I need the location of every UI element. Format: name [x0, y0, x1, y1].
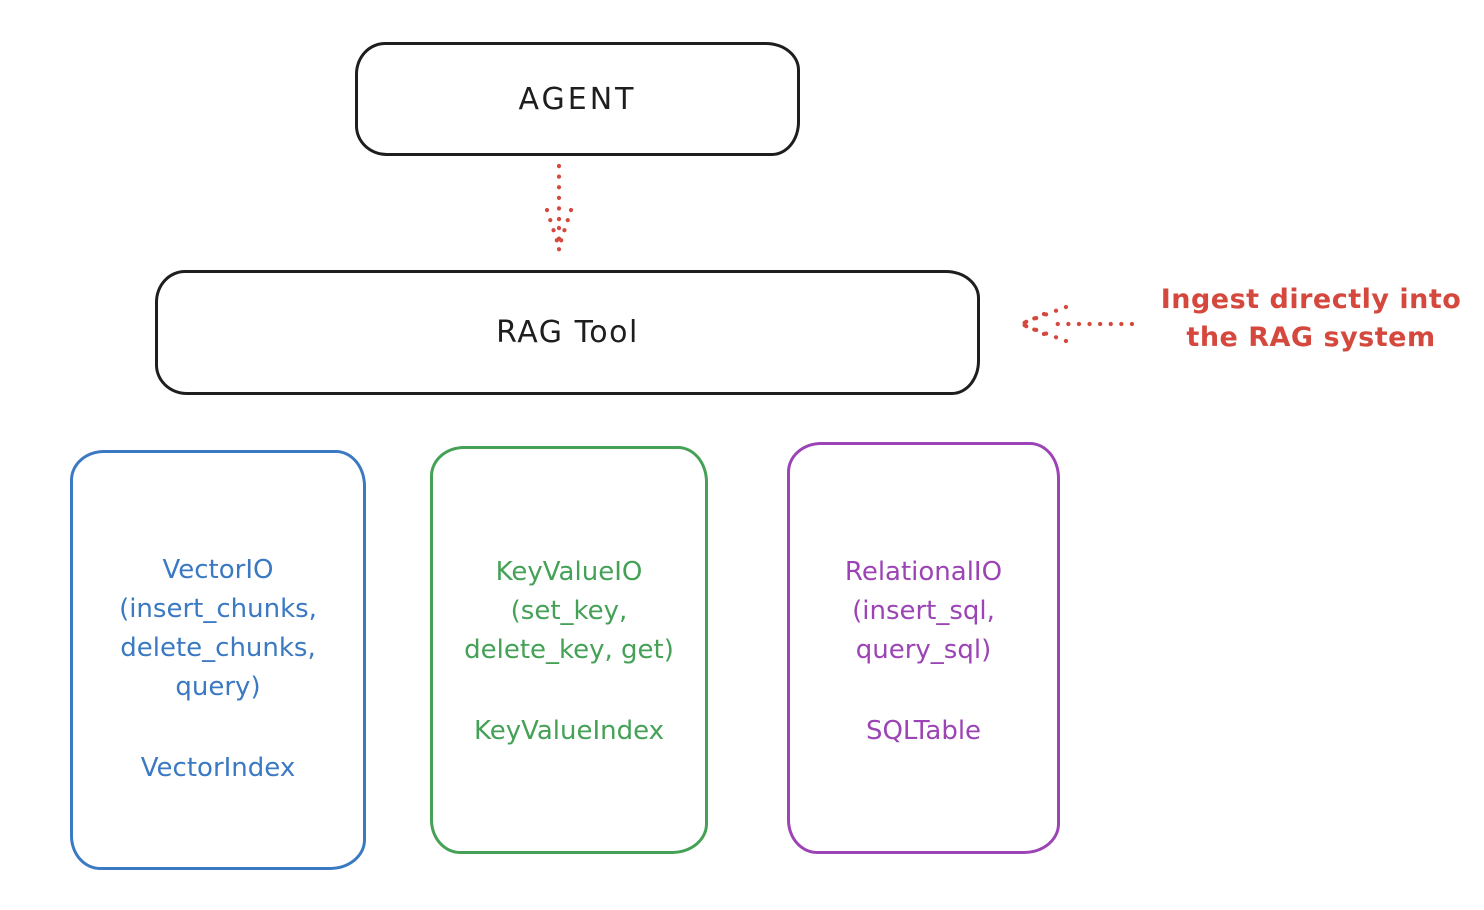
card-relational-io: RelationalIO (insert_sql, query_sql) SQL… — [787, 442, 1060, 854]
ingest-annotation-line1: Ingest directly into — [1160, 284, 1462, 315]
relational-io-params: (insert_sql, query_sql) — [852, 596, 995, 665]
card-vector-io: VectorIO (insert_chunks, delete_chunks, … — [70, 450, 366, 870]
rag-tool-label: RAG Tool — [496, 315, 639, 350]
keyvalue-io-params: (set_key, delete_key, get) — [464, 596, 674, 665]
ingest-annotation: Ingest directly into the RAG system — [1138, 281, 1484, 358]
relational-io-title: RelationalIO — [844, 557, 1003, 587]
rag-tool-node: RAG Tool — [155, 270, 980, 395]
ingest-annotation-line2: the RAG system — [1186, 322, 1436, 354]
arrow-agent-to-ragtool-icon — [544, 163, 574, 257]
agent-node: AGENT — [355, 42, 800, 156]
keyvalue-io-title: KeyValueIO — [495, 557, 643, 587]
keyvalue-io-class: KeyValueIndex — [473, 716, 665, 746]
vector-io-class: VectorIndex — [140, 753, 296, 783]
agent-label: AGENT — [518, 81, 637, 117]
relational-io-class: SQLTable — [865, 716, 982, 746]
vector-io-title: VectorIO — [162, 555, 274, 585]
arrow-annotation-to-ragtool-icon — [1019, 304, 1135, 344]
card-keyvalue-io: KeyValueIO (set_key, delete_key, get) Ke… — [430, 446, 708, 854]
vector-io-params: (insert_chunks, delete_chunks, query) — [119, 594, 317, 702]
